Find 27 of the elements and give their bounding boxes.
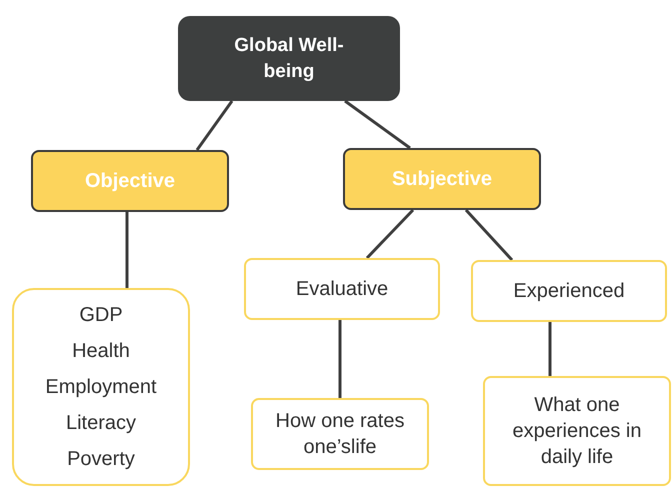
node-text: Experienced [513, 279, 625, 304]
node-text: Literacy [66, 411, 136, 436]
node-text: Evaluative [296, 277, 388, 302]
connector-line [464, 208, 514, 262]
node-text: Objective [84, 169, 176, 194]
category-box [343, 148, 541, 210]
item-box [471, 260, 667, 322]
connector-line [126, 212, 128, 288]
node-text: Global Well-being [233, 34, 345, 84]
list-box [12, 288, 190, 486]
root-box [178, 16, 400, 101]
node-text: Poverty [67, 447, 135, 472]
item-box [244, 258, 440, 320]
connector-line [366, 208, 414, 260]
connector-line [548, 322, 552, 376]
item-box [483, 376, 671, 486]
category-box [31, 150, 229, 212]
item-box [251, 398, 429, 470]
node-text: What one experiences in daily life [512, 393, 642, 470]
connector-line [344, 100, 411, 150]
node-text: How one rates one’slife [274, 409, 406, 460]
connector-line [196, 100, 234, 151]
node-text: Employment [45, 375, 157, 400]
connector-line [338, 320, 342, 398]
node-text: Subjective [392, 167, 492, 192]
node-text: Health [72, 339, 130, 364]
node-text: GDP [79, 303, 123, 328]
